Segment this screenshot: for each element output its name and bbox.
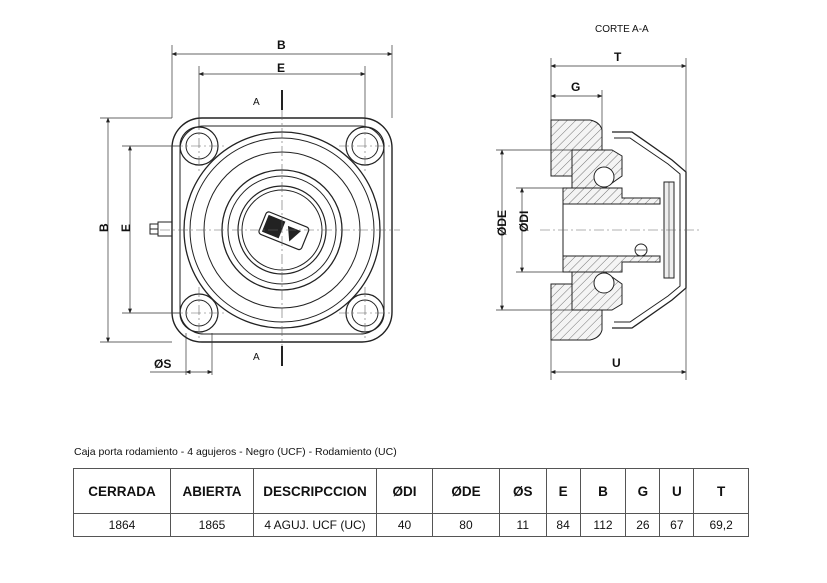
ball-top: [593, 166, 615, 188]
cell-descripcion: 4 AGUJ. UCF (UC): [253, 513, 377, 537]
dim-b-horizontal: B: [277, 38, 286, 52]
cell-e: 84: [545, 513, 581, 537]
dim-s-hole: ØS: [154, 357, 171, 371]
cell-abierta: 1865: [170, 513, 254, 537]
drawing-caption: Caja porta rodamiento - 4 agujeros - Neg…: [74, 446, 397, 458]
dim-b-vertical: B: [97, 223, 111, 232]
section-title: CORTE A-A: [595, 24, 649, 35]
section-mark-bottom: A: [253, 352, 260, 363]
col-t: T: [693, 468, 749, 514]
dim-e-horizontal: E: [277, 61, 285, 75]
dim-u: U: [612, 356, 621, 370]
cell-de: 80: [432, 513, 500, 537]
table-row: 1864 1865 4 AGUJ. UCF (UC) 40 80 11 84 1…: [73, 513, 749, 537]
col-u: U: [659, 468, 695, 514]
col-s: ØS: [498, 468, 547, 514]
section-mark-top: A: [253, 97, 260, 108]
cell-g: 26: [625, 513, 661, 537]
cell-cerrada: 1864: [73, 513, 171, 537]
dim-di: ØDI: [517, 211, 531, 232]
cell-u: 67: [659, 513, 695, 537]
col-b: B: [579, 468, 627, 514]
col-di: ØDI: [375, 468, 434, 514]
section-dimensions: [496, 58, 687, 380]
dim-g: G: [571, 80, 580, 94]
cell-di: 40: [375, 513, 434, 537]
ball-bottom: [593, 272, 615, 294]
dim-de: ØDE: [495, 210, 509, 236]
col-de: ØDE: [432, 468, 500, 514]
col-abierta: ABIERTA: [170, 468, 254, 514]
grease-nipple: [149, 221, 173, 237]
cell-b: 112: [579, 513, 627, 537]
col-cerrada: CERRADA: [73, 468, 171, 514]
col-g: G: [625, 468, 661, 514]
table-header-row: CERRADA ABIERTA DESCRIPCCION ØDI ØDE ØS …: [73, 468, 749, 514]
dim-e-vertical: E: [119, 224, 133, 232]
cell-s: 11: [498, 513, 547, 537]
logo-plate: [258, 211, 310, 251]
front-view: [149, 90, 400, 366]
inner-ring-top: [562, 187, 661, 205]
col-descripcion: DESCRIPCCION: [253, 468, 377, 514]
cell-t: 69,2: [693, 513, 749, 537]
col-e: E: [545, 468, 581, 514]
front-dimensions: [100, 45, 393, 375]
dim-t: T: [614, 50, 622, 64]
spec-table: CERRADA ABIERTA DESCRIPCCION ØDI ØDE ØS …: [73, 468, 749, 537]
inner-ring-bottom: [562, 255, 661, 273]
